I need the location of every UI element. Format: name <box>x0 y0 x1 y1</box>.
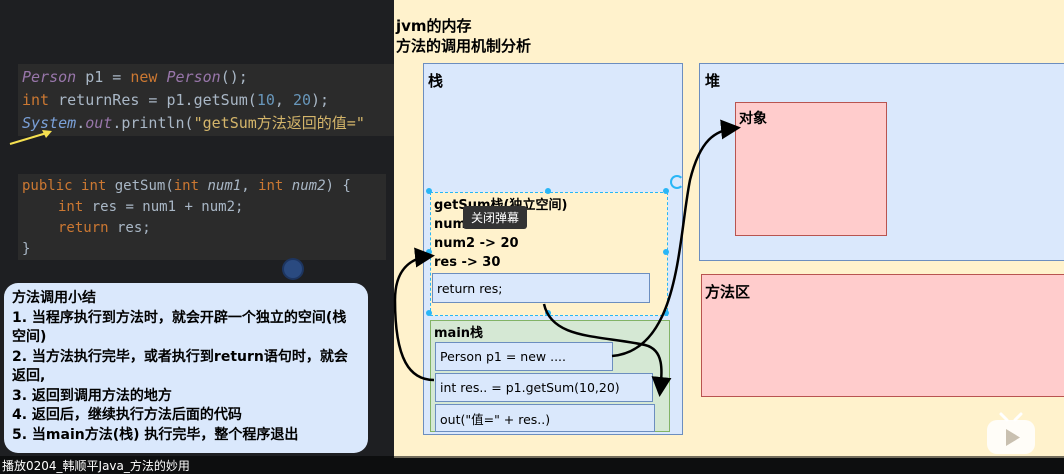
code-token: . <box>76 114 86 132</box>
code-line: System.out.println("getSum方法返回的值=" <box>22 112 412 135</box>
code-token: int <box>22 91 50 109</box>
diagram-title-line: jvm的内存 <box>396 17 472 35</box>
code-token: res = num1 + num2; <box>83 199 244 215</box>
code-token: int <box>173 178 200 194</box>
code-token: new <box>130 68 167 86</box>
stack-label: 栈 <box>428 72 444 90</box>
selection-handle[interactable] <box>663 310 669 316</box>
code-token: Person <box>22 68 77 86</box>
main-row-person: Person p1 = new .... <box>435 342 613 371</box>
summary-item: 1. 当程序执行到方法时，就会开辟一个独立的空间(栈空间) <box>12 309 347 346</box>
main-frame-label: main栈 <box>434 326 484 341</box>
code-line: return res; <box>22 218 382 239</box>
summary-item: 4. 返回后，继续执行方法后面的代码 <box>12 407 242 423</box>
selection-handle[interactable] <box>663 249 669 255</box>
code-token: ) { <box>325 178 351 194</box>
code-token: 10 <box>256 91 275 109</box>
code-line: } <box>22 241 31 257</box>
arrow-return-to-main <box>542 303 672 397</box>
code-token: System <box>22 114 77 132</box>
arrow-p1-to-object <box>611 119 741 358</box>
code-token: public <box>22 178 82 194</box>
code-token: getSum( <box>106 178 174 194</box>
code-line: Person p1 = new Person(); <box>22 66 412 89</box>
cursor-icon <box>284 260 302 278</box>
selection-handle[interactable] <box>663 188 669 194</box>
summary-panel: 方法调用小结 1. 当程序执行到方法时，就会开辟一个独立的空间(栈空间) 2. … <box>4 283 368 453</box>
code-token: Person <box>166 68 221 86</box>
code-token: , <box>241 178 259 194</box>
video-title-bar <box>0 456 1064 474</box>
code-token: "getSum方法返回的值=" <box>193 114 365 132</box>
selection-handle[interactable] <box>545 188 551 194</box>
summary-item: 2. 当方法执行完毕，或者执行到return语句时，就会返回, <box>12 348 348 385</box>
code-snippet-main: Person p1 = new Person(); int returnRes … <box>18 64 416 136</box>
code-snippet-getsum: public int getSum(int num1, int num2) { … <box>18 174 386 260</box>
code-token: , <box>274 91 293 109</box>
code-token: 20 <box>292 91 311 109</box>
code-token: res; <box>108 220 151 236</box>
code-token: returnRes = p1.getSum( <box>49 91 257 109</box>
code-token: ); <box>311 91 330 109</box>
main-row-println: out("值=" + res..) <box>435 404 655 432</box>
selection-handle[interactable] <box>426 310 432 316</box>
object-label: 对象 <box>739 111 767 127</box>
code-token: num2 <box>283 178 326 194</box>
return-statement-box: return res; <box>432 273 650 303</box>
code-line: public int getSum(int num1, int num2) { <box>22 176 382 197</box>
heap-label: 堆 <box>705 72 721 90</box>
summary-item: 3. 返回到调用方法的地方 <box>12 387 172 404</box>
summary-title: 方法调用小结 <box>12 290 96 306</box>
diagram-title-line: 方法的调用机制分析 <box>396 37 532 55</box>
code-token: int <box>81 178 107 194</box>
arrow-call-to-getsum <box>393 247 435 382</box>
code-token: int <box>258 178 284 194</box>
frame-line: res -> 30 <box>434 255 501 270</box>
code-token: num1 <box>199 178 242 194</box>
code-token: p1 = <box>76 68 131 86</box>
main-row-getsum-call: int res.. = p1.getSum(10,20) <box>435 373 653 402</box>
code-token: (); <box>220 68 248 86</box>
bilibili-tv-icon[interactable] <box>985 410 1037 456</box>
video-title: 播放0204_韩顺平Java_方法的妙用 <box>2 459 190 473</box>
code-line: int res = num1 + num2; <box>22 197 382 218</box>
rotate-handle-icon[interactable] <box>670 175 684 189</box>
object-box <box>735 102 887 236</box>
code-token: int <box>58 199 84 215</box>
code-token: out <box>85 114 113 132</box>
diagram-title: jvm的内存 方法的调用机制分析 <box>396 16 531 56</box>
method-area <box>701 274 1064 397</box>
frame-line: num2 -> 20 <box>434 236 519 251</box>
method-area-label: 方法区 <box>705 283 751 301</box>
pointer-arrow-icon <box>9 130 52 145</box>
code-token: .println( <box>112 114 194 132</box>
selection-handle[interactable] <box>426 188 432 194</box>
close-danmaku-tooltip[interactable]: 关闭弹幕 <box>463 206 528 229</box>
summary-item: 5. 当main方法(栈) 执行完毕，整个程序退出 <box>12 426 299 443</box>
code-token: return <box>58 220 109 236</box>
code-line: int returnRes = p1.getSum(10, 20); <box>22 89 412 112</box>
